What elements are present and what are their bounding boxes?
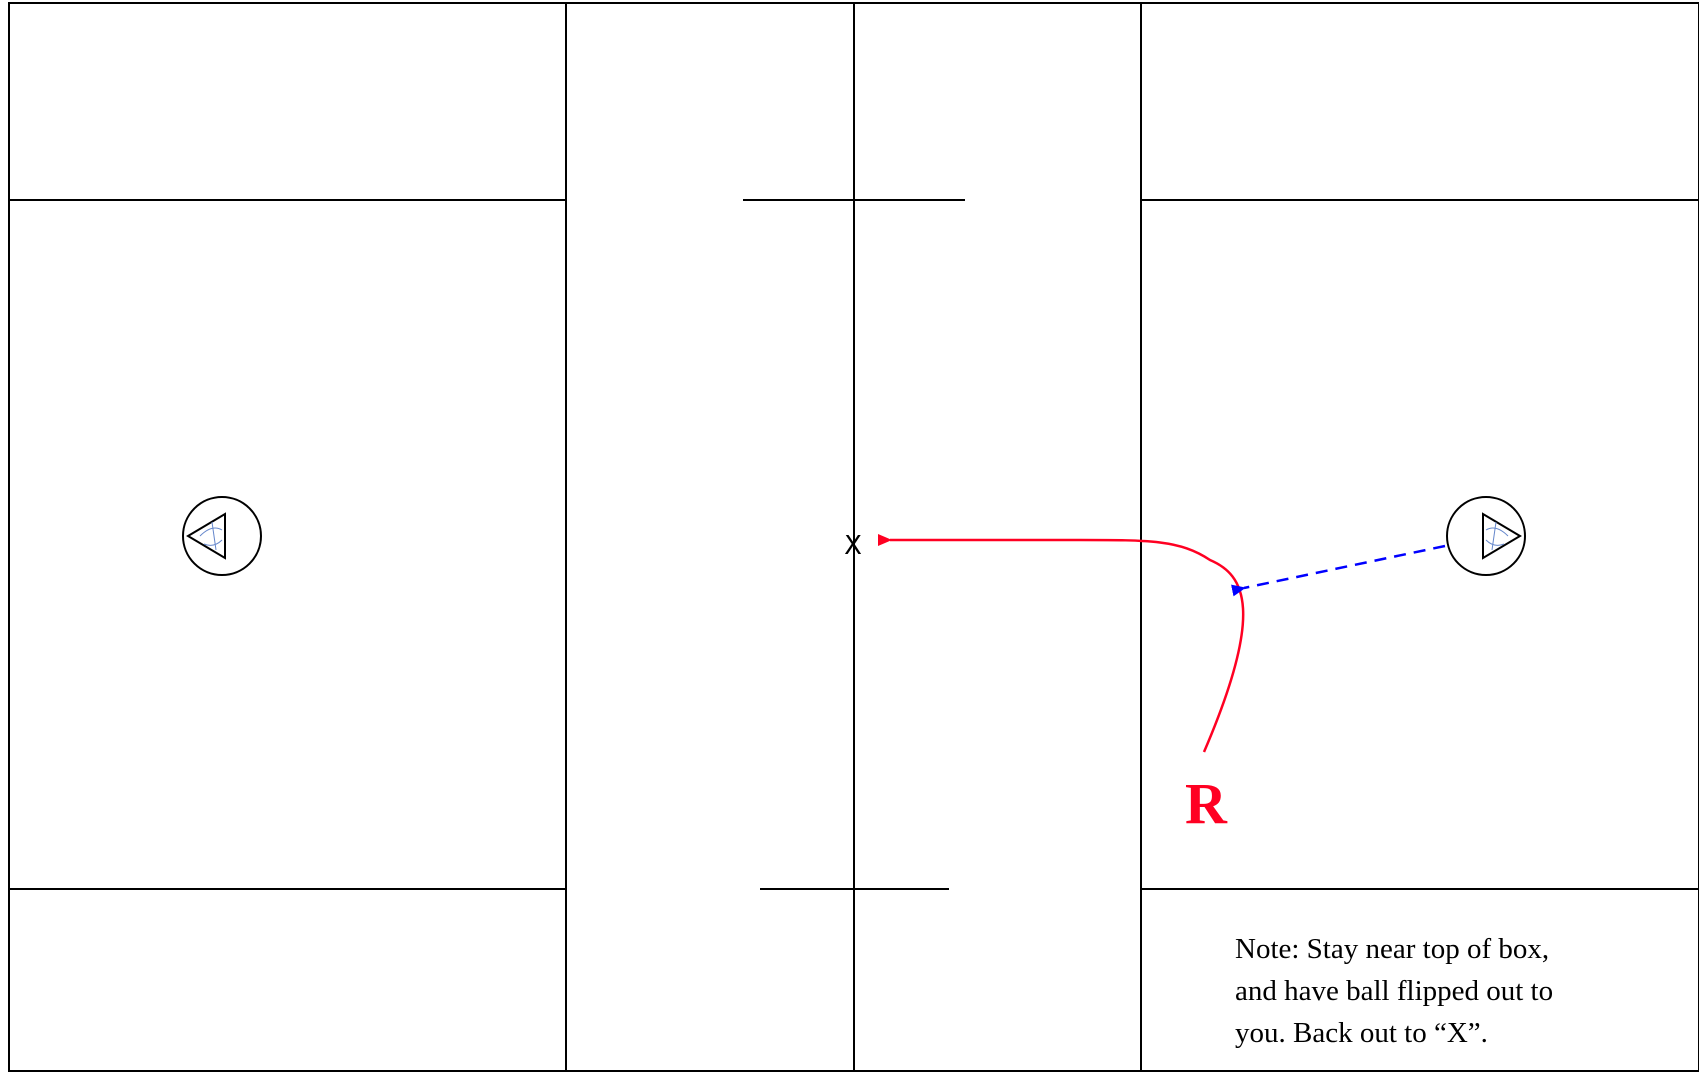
player-r-label: R — [1185, 771, 1228, 836]
note-line: Note: Stay near top of box, — [1235, 933, 1550, 965]
coaching-note: Note: Stay near top of box, and have bal… — [1235, 928, 1675, 1054]
right-goal-icon — [1446, 496, 1526, 576]
note-line: and have ball flipped out to — [1235, 975, 1554, 1007]
cut-path-arrow — [878, 534, 1245, 753]
note-line: you. Back out to “X”. — [1235, 1017, 1488, 1049]
left-goal-icon — [182, 496, 262, 576]
x-marker: X — [844, 531, 862, 561]
pass-path-arrow — [1231, 544, 1446, 597]
